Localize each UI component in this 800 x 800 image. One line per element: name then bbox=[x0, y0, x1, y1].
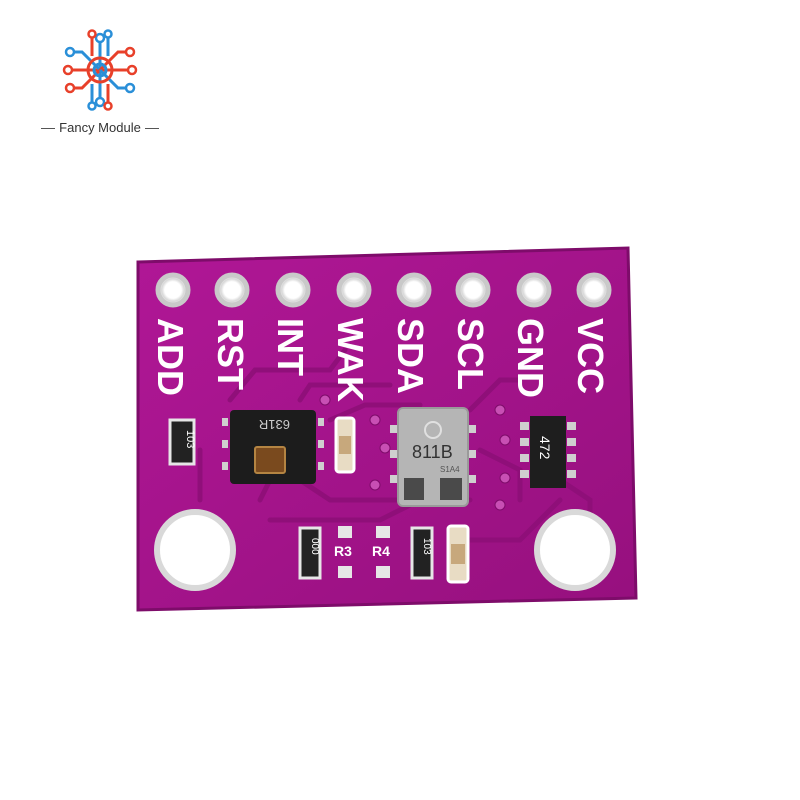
pin-hole-scl bbox=[455, 272, 491, 308]
gas-sensor-chip: 631R bbox=[222, 410, 324, 484]
resistor-array-marking: 472 bbox=[537, 436, 553, 460]
r3-label: R3 bbox=[334, 543, 352, 559]
pin-hole-sda bbox=[396, 272, 432, 308]
main-ic-marking: 811B bbox=[412, 442, 453, 462]
pin-label-add: ADD bbox=[150, 318, 191, 396]
pin-label-int: INT bbox=[270, 318, 311, 376]
mounting-hole-left bbox=[154, 509, 236, 591]
lower-components: 000 R3 R4 103 bbox=[298, 524, 470, 584]
resistor-left: 103 bbox=[168, 418, 196, 466]
main-ic-sub-marking: S1A4 bbox=[440, 465, 460, 474]
lower-right-resistor-marking: 103 bbox=[421, 538, 432, 555]
brand-name: Fancy Module bbox=[30, 120, 170, 135]
pin-hole-vcc bbox=[576, 272, 612, 308]
pin-hole-wak bbox=[336, 272, 372, 308]
lower-left-resistor-marking: 000 bbox=[309, 538, 320, 555]
mounting-hole-right bbox=[534, 509, 616, 591]
resistor-left-marking: 103 bbox=[184, 430, 196, 448]
pin-labels: ADD RST INT WAK SDA SCL GND VCC bbox=[150, 318, 611, 402]
main-ic: 811B S1A4 bbox=[390, 407, 476, 507]
pcb-body bbox=[136, 246, 638, 612]
pin-label-vcc: VCC bbox=[570, 318, 611, 394]
pin-hole-add bbox=[155, 272, 191, 308]
pin-hole-gnd bbox=[516, 272, 552, 308]
pin-header bbox=[155, 272, 612, 308]
r4-label: R4 bbox=[372, 543, 390, 559]
pin-hole-rst bbox=[214, 272, 250, 308]
brand-logo: Fancy Module bbox=[30, 20, 170, 150]
pin-hole-int bbox=[275, 272, 311, 308]
circuit-flower-icon bbox=[62, 29, 138, 111]
pin-label-rst: RST bbox=[210, 318, 251, 390]
pin-label-sda: SDA bbox=[390, 318, 431, 394]
capacitor-middle bbox=[334, 416, 356, 474]
pin-label-gnd: GND bbox=[510, 318, 551, 398]
resistor-array: 472 bbox=[520, 416, 576, 488]
pcb-vias bbox=[319, 394, 511, 511]
sensor-marking: 631R bbox=[259, 417, 290, 432]
pin-label-wak: WAK bbox=[330, 318, 371, 402]
pin-label-scl: SCL bbox=[450, 318, 491, 390]
